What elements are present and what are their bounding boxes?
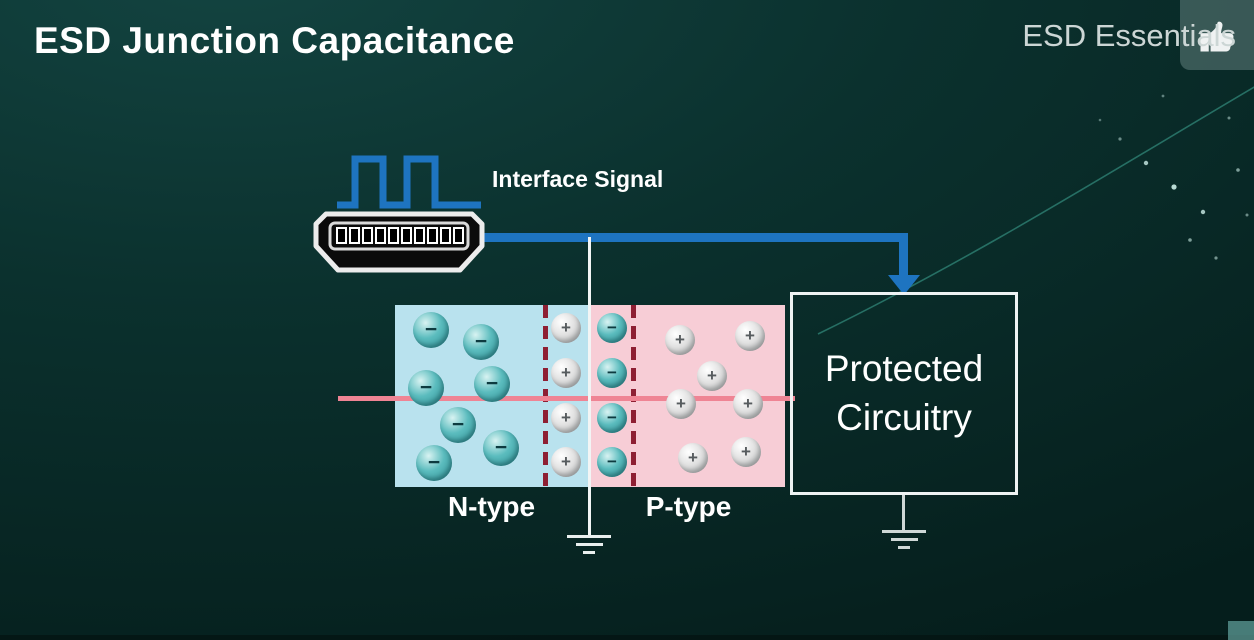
bottom-edge [0, 635, 1254, 640]
electron-sphere: − [597, 313, 627, 343]
protected-ground-stem [902, 495, 905, 530]
ground-symbol-junction [567, 535, 611, 554]
brand-watermark: ESD Essentials [1022, 18, 1236, 53]
electron-sphere: − [408, 370, 444, 406]
signal-wire-horizontal [480, 233, 908, 242]
square-wave-icon [337, 155, 481, 209]
like-button[interactable] [1180, 0, 1254, 70]
junction-wire [338, 396, 795, 401]
hole-sphere: + [733, 389, 763, 419]
protected-circuitry-label-line2: Circuitry [836, 396, 972, 438]
electron-sphere: − [597, 358, 627, 388]
hdmi-connector-icon [313, 211, 485, 273]
hole-sphere: + [551, 313, 581, 343]
hole-sphere: + [665, 325, 695, 355]
thumbs-up-icon [1200, 21, 1234, 52]
hole-sphere: + [735, 321, 765, 351]
page-title: ESD Junction Capacitance [34, 20, 515, 61]
hole-sphere: + [551, 403, 581, 433]
hole-sphere: + [678, 443, 708, 473]
electron-sphere: − [416, 445, 452, 481]
hole-sphere: + [551, 447, 581, 477]
electron-sphere: − [597, 403, 627, 433]
corner-watermark [1228, 621, 1254, 640]
hole-sphere: + [551, 358, 581, 388]
electron-sphere: − [597, 447, 627, 477]
protected-circuitry-label-line1: Protected [824, 347, 984, 389]
signal-wire-vertical [899, 233, 908, 277]
hole-sphere: + [731, 437, 761, 467]
electron-sphere: − [483, 430, 519, 466]
p-type-label: P-type [645, 491, 732, 522]
electron-sphere: − [413, 312, 449, 348]
electron-sphere: − [440, 407, 476, 443]
junction-center-tap-wire [588, 237, 591, 535]
electron-sphere: − [463, 324, 499, 360]
hole-sphere: + [666, 389, 696, 419]
hole-sphere: + [697, 361, 727, 391]
n-type-label: N-type [447, 491, 536, 522]
electron-sphere: − [474, 366, 510, 402]
interface-signal-label: Interface Signal [492, 166, 664, 192]
protected-circuitry-box: Protected Circuitry [790, 292, 1018, 495]
ground-symbol-protected [882, 530, 926, 549]
